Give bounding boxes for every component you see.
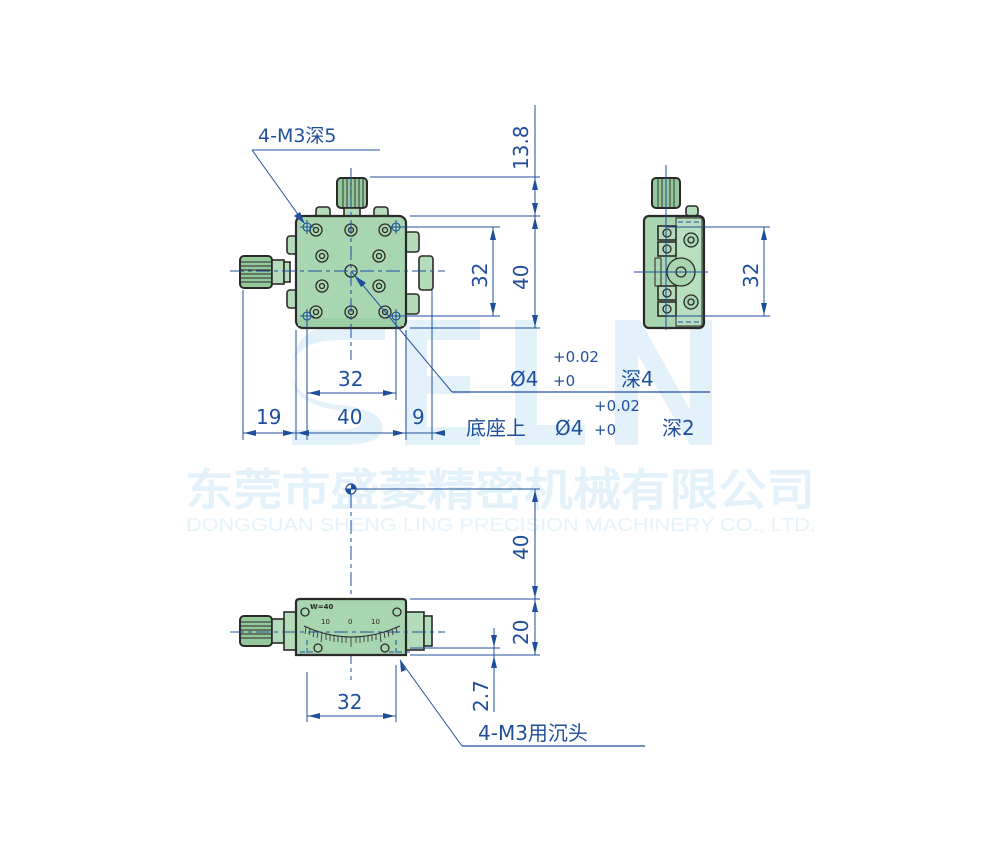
top-view: 4-M3深5 13.8 40 32 32 xyxy=(230,105,710,440)
side-dim-hole-pitch: 32 xyxy=(739,263,763,288)
watermark-company-en: DONGGUAN SHENG LING PRECISION MACHINERY … xyxy=(186,515,816,535)
base-pin-hole-dia: Ø4 xyxy=(555,416,583,440)
pin-hole-dia: Ø4 xyxy=(510,367,538,391)
scale-left: 10 xyxy=(321,618,330,626)
pin-hole-tol-lower: +0 xyxy=(553,372,575,390)
scale-right: 10 xyxy=(371,618,380,626)
dim-left-knob: 19 xyxy=(256,405,281,429)
scale-label: W=40 xyxy=(310,603,333,611)
front-view: W=40 10 0 10 xyxy=(230,483,645,747)
dim-right-offset: 9 xyxy=(412,405,425,429)
base-pin-hole-prefix: 底座上 xyxy=(466,416,526,440)
dim-hole-pitch-horizontal: 32 xyxy=(338,367,363,391)
stage-body-front xyxy=(294,597,408,657)
dim-front-height: 20 xyxy=(509,620,533,645)
dim-outer-height: 40 xyxy=(509,265,533,290)
base-pin-hole-tol-lower: +0 xyxy=(594,421,616,439)
front-dim-hole-pitch: 32 xyxy=(337,690,362,714)
side-view: 32 xyxy=(634,165,770,330)
watermark: 东莞市盛菱精密机械有限公司 DONGGUAN SHENG LING PRECIS… xyxy=(185,320,816,535)
scale-center: 0 xyxy=(348,618,352,626)
callout-4-m3-depth5: 4-M3深5 xyxy=(258,125,337,147)
angle-scale-ticks xyxy=(304,626,398,647)
watermark-letter-e-top xyxy=(405,320,480,340)
lug xyxy=(404,293,420,315)
watermark-letter-e-mid xyxy=(405,376,470,394)
left-micrometer-knob xyxy=(239,255,291,289)
lug xyxy=(404,231,420,253)
body-shade xyxy=(298,318,404,326)
dim-knob-height: 13.8 xyxy=(509,125,533,170)
pin-hole-tol-upper: +0.02 xyxy=(553,348,599,366)
watermark-letter-l-stem xyxy=(515,320,537,445)
watermark-letter-n xyxy=(615,320,712,445)
watermark-letter-s xyxy=(291,325,385,445)
pin-hole-depth: 深4 xyxy=(621,367,654,391)
watermark-company-cn: 东莞市盛菱精密机械有限公司 xyxy=(185,466,815,515)
dim-counterbore: 2.7 xyxy=(469,680,493,712)
lug xyxy=(418,255,434,291)
dim-width: 40 xyxy=(337,405,362,429)
callout-4-m3-countersink: 4-M3用沉头 xyxy=(478,721,588,745)
watermark-letter-e-bot xyxy=(405,427,480,445)
top-micrometer-knob xyxy=(336,177,368,217)
dim-hole-pitch-vertical: 32 xyxy=(468,263,492,288)
base-pin-hole-tol-upper: +0.02 xyxy=(594,397,640,415)
dim-rotation-center-height: 40 xyxy=(509,535,533,560)
base-pin-hole-depth: 深2 xyxy=(662,416,695,440)
watermark-letter-l-base xyxy=(515,425,585,445)
